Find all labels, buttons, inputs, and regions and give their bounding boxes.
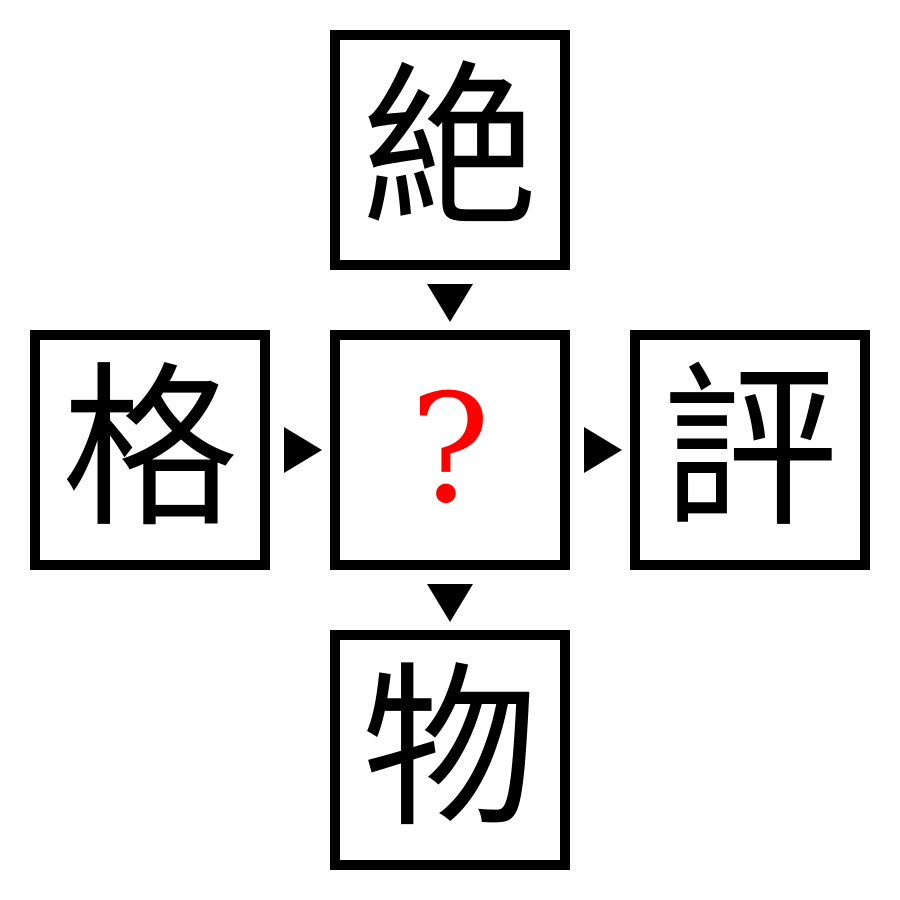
kanji-bottom: 物 xyxy=(361,647,538,852)
kanji-top: 絶 xyxy=(361,47,538,252)
triangle-down-icon xyxy=(427,584,473,622)
tile-bottom: 物 xyxy=(330,630,570,870)
triangle-down-icon xyxy=(427,284,473,322)
tile-left: 格 xyxy=(30,330,270,570)
kanji-left: 格 xyxy=(61,347,238,552)
tile-top: 絶 xyxy=(330,30,570,270)
tile-center-answer[interactable]: ? xyxy=(330,330,570,570)
kanji-right: 評 xyxy=(661,347,838,552)
triangle-right-icon xyxy=(584,427,622,473)
question-mark: ? xyxy=(409,363,491,537)
tile-right: 評 xyxy=(630,330,870,570)
triangle-right-icon xyxy=(284,427,322,473)
